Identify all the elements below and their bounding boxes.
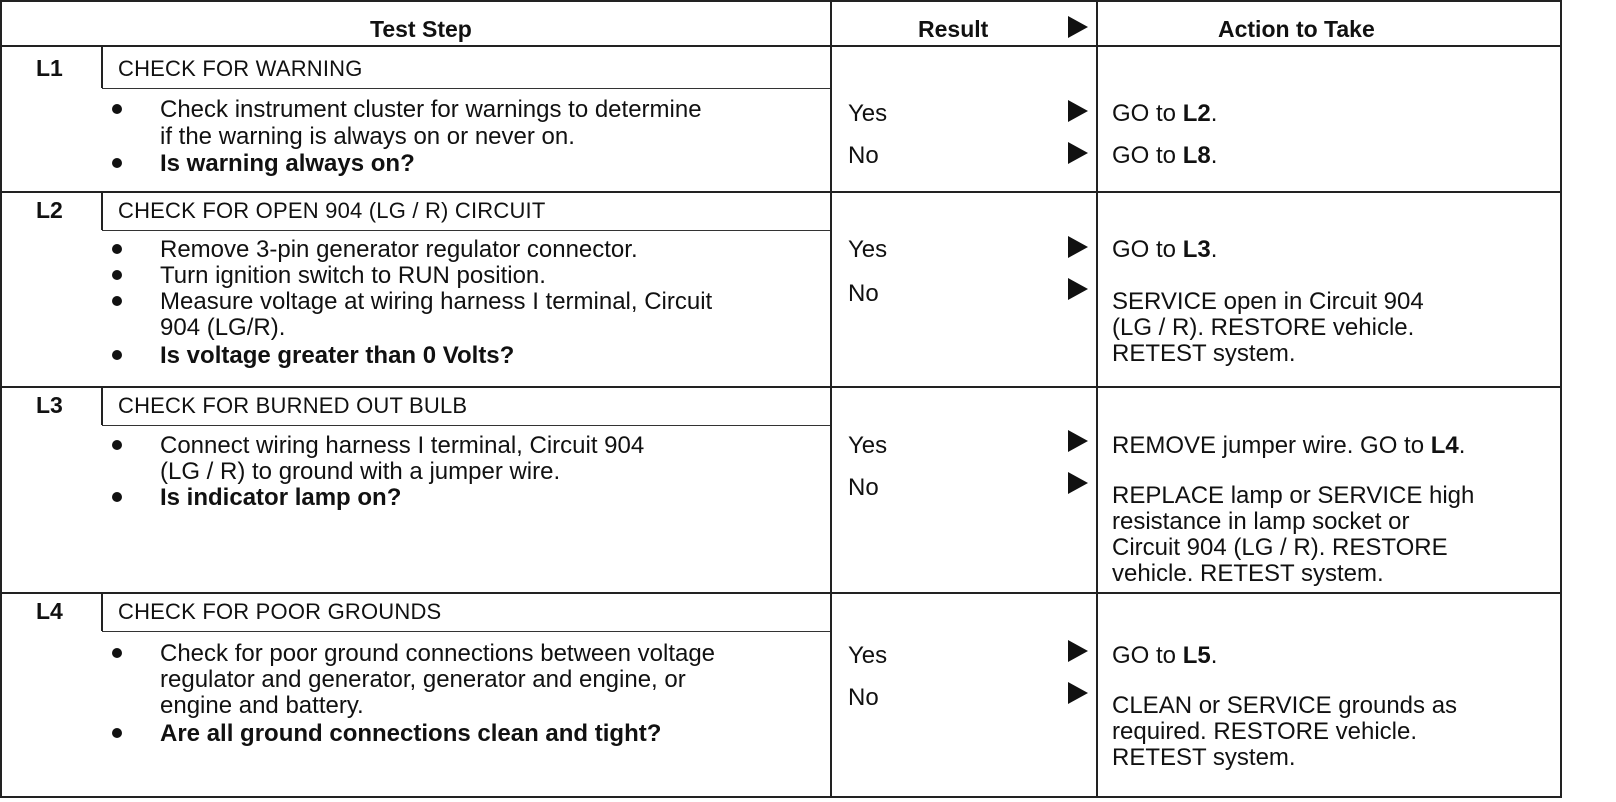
- arrow-icon: [1068, 278, 1088, 300]
- bullet-icon: [112, 296, 122, 306]
- bullet-icon: [112, 648, 122, 658]
- result-no: No: [848, 142, 879, 169]
- action-text: REPLACE lamp or SERVICE high: [1112, 482, 1475, 509]
- arrow-icon: [1068, 100, 1088, 122]
- arrow-icon: [1068, 142, 1088, 164]
- instruction-text: Check instrument cluster for warnings to…: [160, 96, 702, 123]
- action-text: SERVICE open in Circuit 904: [1112, 288, 1424, 315]
- action-text: resistance in lamp socket or: [1112, 508, 1410, 535]
- code-divider: [101, 192, 103, 230]
- bottom-border: [0, 796, 1560, 798]
- bullet-icon: [112, 104, 122, 114]
- instruction-text: 904 (LG/R).: [160, 314, 286, 341]
- action-text: RETEST system.: [1112, 340, 1296, 367]
- bullet-icon: [112, 270, 122, 280]
- action-text: GO to L8.: [1112, 142, 1218, 169]
- result-no: No: [848, 280, 879, 307]
- instruction-text: Turn ignition switch to RUN position.: [160, 262, 546, 289]
- result-no: No: [848, 684, 879, 711]
- result-yes: Yes: [848, 100, 888, 127]
- question-text: Is indicator lamp on?: [160, 484, 402, 511]
- instruction-text: if the warning is always on or never on.: [160, 123, 575, 150]
- action-text: REMOVE jumper wire. GO to L4.: [1112, 432, 1466, 459]
- header-test-step: Test Step: [370, 16, 472, 42]
- code-divider: [101, 387, 103, 425]
- action-text: CLEAN or SERVICE grounds as: [1112, 692, 1458, 719]
- row-divider: [0, 592, 1560, 594]
- step-code: L2: [36, 197, 63, 223]
- step-code: L3: [36, 392, 63, 418]
- left-border: [0, 0, 2, 798]
- action-text: GO to L5.: [1112, 642, 1218, 669]
- title-underline: [102, 425, 830, 426]
- step-title: CHECK FOR BURNED OUT BULB: [118, 393, 468, 418]
- instruction-text: Connect wiring harness I terminal, Circu…: [160, 432, 645, 459]
- title-underline: [102, 631, 830, 632]
- result-yes: Yes: [848, 236, 888, 263]
- step-code: L1: [36, 55, 63, 81]
- top-border: [0, 0, 1560, 2]
- column-divider: [1096, 0, 1098, 798]
- row-divider: [0, 191, 1560, 193]
- action-text: Circuit 904 (LG / R). RESTORE: [1112, 534, 1448, 561]
- bullet-icon: [112, 244, 122, 254]
- action-text: GO to L2.: [1112, 100, 1218, 127]
- code-divider: [101, 46, 103, 88]
- arrow-icon: [1068, 682, 1088, 704]
- bullet-icon: [112, 158, 122, 168]
- instruction-text: Measure voltage at wiring harness I term…: [160, 288, 713, 315]
- title-underline: [102, 230, 830, 231]
- arrow-icon: [1068, 16, 1088, 38]
- step-title: CHECK FOR POOR GROUNDS: [118, 599, 442, 624]
- header-result: Result: [918, 16, 989, 42]
- arrow-icon: [1068, 430, 1088, 452]
- result-yes: Yes: [848, 432, 888, 459]
- right-border: [1560, 0, 1562, 798]
- question-text: Is voltage greater than 0 Volts?: [160, 342, 515, 369]
- arrow-icon: [1068, 236, 1088, 258]
- arrow-icon: [1068, 640, 1088, 662]
- instruction-text: engine and battery.: [160, 692, 364, 719]
- instruction-text: Remove 3-pin generator regulator connect…: [160, 236, 638, 263]
- question-text: Are all ground connections clean and tig…: [160, 720, 662, 747]
- step-code: L4: [36, 598, 63, 624]
- question-text: Is warning always on?: [160, 150, 415, 177]
- action-text: required. RESTORE vehicle.: [1112, 718, 1418, 745]
- row-divider: [0, 386, 1560, 388]
- code-divider: [101, 593, 103, 631]
- result-no: No: [848, 474, 879, 501]
- step-title: CHECK FOR WARNING: [118, 56, 363, 81]
- arrow-icon: [1068, 472, 1088, 494]
- bullet-icon: [112, 440, 122, 450]
- title-underline: [102, 88, 830, 89]
- column-divider: [830, 0, 832, 798]
- action-text: GO to L3.: [1112, 236, 1218, 263]
- header-action: Action to Take: [1218, 16, 1375, 42]
- action-text: RETEST system.: [1112, 744, 1296, 771]
- bullet-icon: [112, 728, 122, 738]
- result-yes: Yes: [848, 642, 888, 669]
- bullet-icon: [112, 492, 122, 502]
- instruction-text: regulator and generator, generator and e…: [160, 666, 686, 693]
- action-text: vehicle. RETEST system.: [1112, 560, 1384, 587]
- instruction-text: (LG / R) to ground with a jumper wire.: [160, 458, 561, 485]
- header-divider: [0, 45, 1560, 47]
- step-title: CHECK FOR OPEN 904 (LG / R) CIRCUIT: [118, 198, 546, 223]
- instruction-text: Check for poor ground connections betwee…: [160, 640, 716, 667]
- action-text: (LG / R). RESTORE vehicle.: [1112, 314, 1415, 341]
- bullet-icon: [112, 350, 122, 360]
